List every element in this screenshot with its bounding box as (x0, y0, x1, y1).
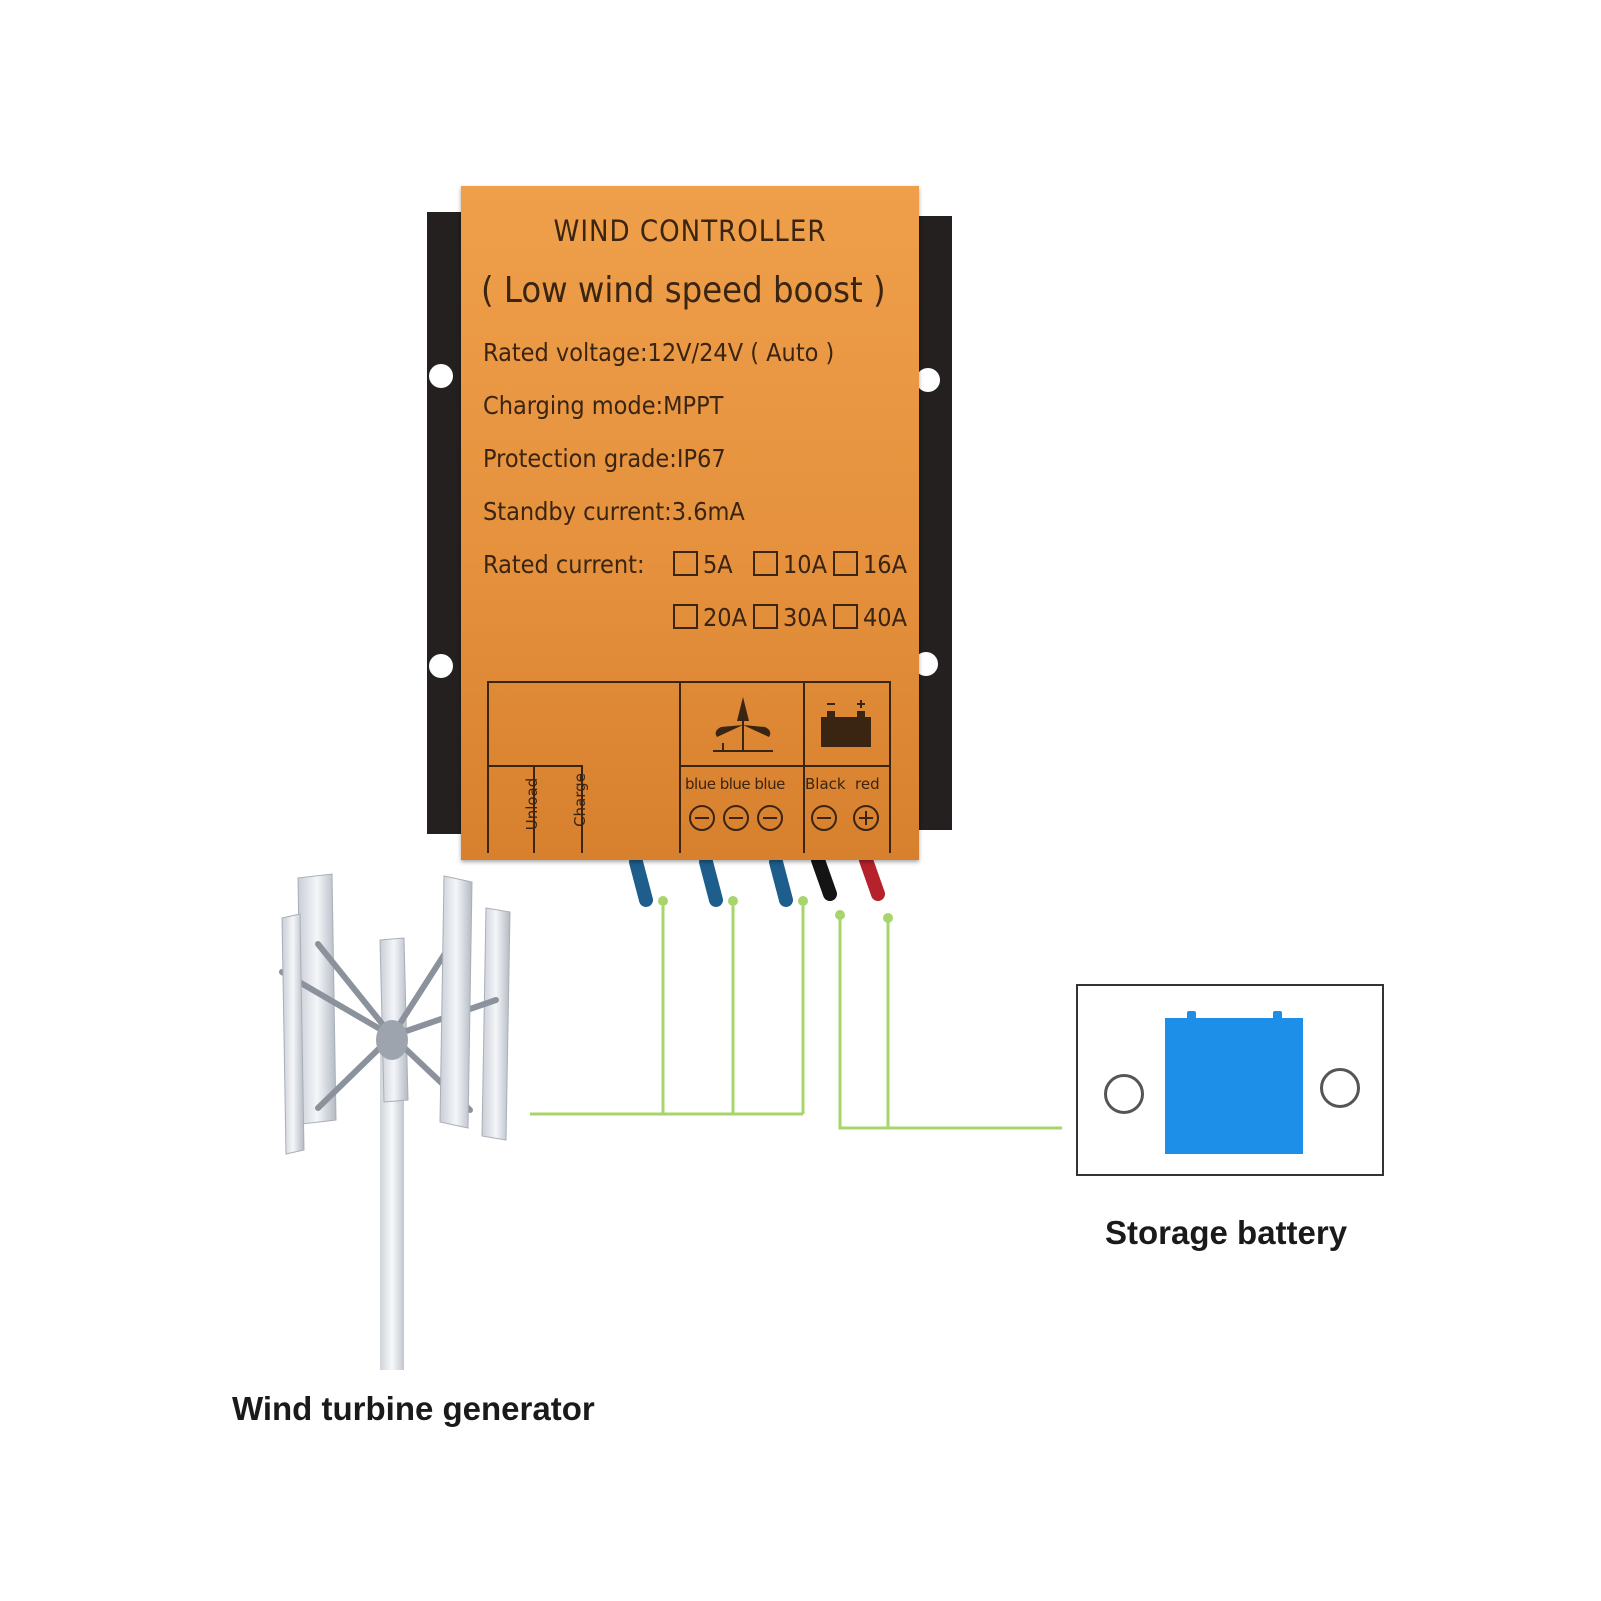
mounting-hole (1320, 1068, 1360, 1108)
turbine-label: Wind turbine generator (232, 1390, 595, 1427)
mounting-rail-left (427, 212, 467, 834)
battery-terminal (1187, 1011, 1196, 1020)
spec-standby-current: Standby current:3.6mA (483, 497, 745, 526)
controller-title: WIND CONTROLLER (553, 214, 827, 248)
battery-terminal (1273, 1011, 1282, 1020)
minus-terminal-icon (689, 805, 715, 831)
black-wire-label: Black (805, 775, 846, 793)
wind-turbine-illustration (279, 873, 511, 1370)
wire-black-to-battery (838, 918, 1062, 1130)
junction-dot (835, 910, 845, 920)
red-cable (859, 853, 885, 901)
current-option: 40A (833, 603, 907, 632)
mounting-hole (429, 364, 453, 388)
connection-wires (530, 906, 1062, 1130)
turbine-blade (481, 907, 511, 1141)
checkbox-icon (833, 604, 858, 629)
junction-dot (658, 896, 668, 906)
plus-terminal-icon (853, 805, 879, 831)
battery-symbol-icon (821, 700, 871, 747)
wind-controller: WIND CONTROLLER ( Low wind speed boost )… (461, 186, 919, 860)
junction-dot (798, 896, 808, 906)
terminal-panel: Unload Charge blue blue blue Black red (487, 681, 891, 853)
turbine-hub (376, 1020, 408, 1060)
blue-cable-1 (629, 855, 653, 907)
battery-label: Storage battery (1105, 1214, 1348, 1251)
current-option: 10A (753, 550, 827, 579)
current-option: 30A (753, 603, 827, 632)
current-option: 20A (673, 603, 747, 632)
checkbox-icon (753, 551, 778, 576)
junction-dot (728, 896, 738, 906)
blue-cable-3 (769, 855, 793, 907)
current-option: 16A (833, 550, 907, 579)
mounting-hole (1104, 1074, 1144, 1114)
checkbox-icon (753, 604, 778, 629)
checkbox-icon (833, 551, 858, 576)
charge-label: Charge (571, 773, 589, 827)
mounting-rail-right (914, 216, 952, 830)
wind-turbine-symbol-icon (713, 697, 773, 752)
red-wire-label: red (855, 775, 880, 793)
cable-stubs (629, 853, 885, 907)
mounting-hole (916, 368, 940, 392)
current-option: 5A (673, 550, 733, 579)
unload-label: Unload (523, 777, 541, 831)
wire-junction-dots (658, 896, 893, 923)
junction-dot (883, 913, 893, 923)
spec-protection-grade: Protection grade:IP67 (483, 444, 726, 473)
turbine-blade (281, 913, 305, 1155)
mounting-hole (429, 654, 453, 678)
spec-charging-mode: Charging mode:MPPT (483, 391, 724, 420)
spec-rated-current: Rated current: (483, 550, 645, 579)
checkbox-icon (673, 551, 698, 576)
storage-battery-box (1076, 984, 1384, 1176)
blue-cable-2 (699, 855, 723, 907)
minus-terminal-icon (757, 805, 783, 831)
turbine-blade (439, 875, 473, 1129)
controller-subtitle: ( Low wind speed boost ) (481, 270, 886, 311)
minus-terminal-icon (723, 805, 749, 831)
minus-terminal-icon (811, 805, 837, 831)
wind-wire-labels: blue blue blue (685, 775, 785, 793)
spec-rated-voltage: Rated voltage:12V/24V ( Auto ) (483, 338, 835, 367)
checkbox-icon (673, 604, 698, 629)
battery-icon (1165, 1011, 1303, 1154)
black-cable (811, 853, 837, 901)
